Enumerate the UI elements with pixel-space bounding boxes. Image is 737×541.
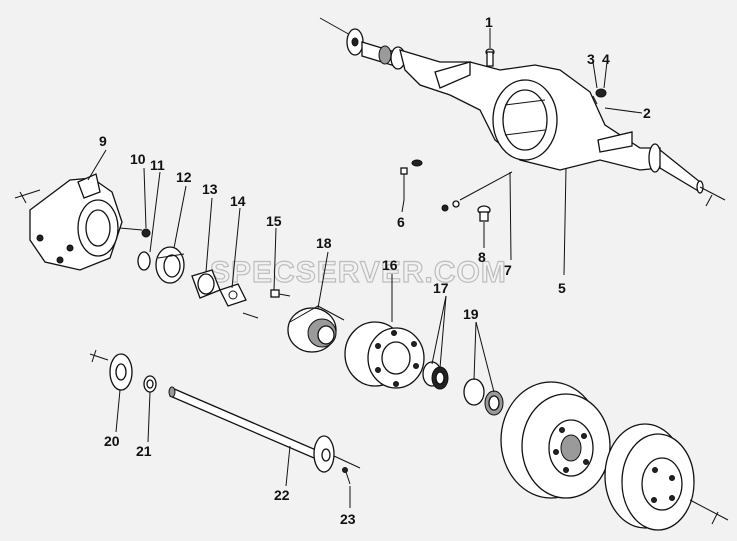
callout-17: 17 (433, 280, 449, 296)
axle-housing (319, 17, 726, 207)
callout-10: 10 (130, 151, 146, 167)
wheel-rim-inner (500, 381, 611, 499)
knuckle (14, 173, 123, 271)
bolt-23 (342, 467, 351, 485)
callout-12: 12 (176, 169, 192, 185)
watermark-text: SPECSERVER.COM (210, 256, 507, 289)
axle-shaft-22 (168, 386, 361, 473)
bolt-10 (119, 227, 151, 238)
bearing-19 (463, 378, 504, 416)
callout-3: 3 (587, 51, 595, 67)
callout-21: 21 (136, 443, 152, 459)
callout-18: 18 (316, 235, 332, 251)
screw-15 (270, 289, 291, 298)
callout-19: 19 (463, 306, 479, 322)
inner-bearing-11 (137, 251, 151, 271)
callout-23: 23 (340, 511, 356, 527)
callout-7: 7 (504, 262, 512, 278)
spacer-21 (143, 375, 157, 393)
vent-fitting (477, 205, 491, 222)
bearing-cup-17 (422, 361, 449, 390)
callout-8: 8 (478, 249, 486, 265)
callout-6: 6 (397, 214, 405, 230)
flange-20 (89, 349, 133, 391)
callout-13: 13 (202, 181, 218, 197)
retainer-14 (219, 283, 259, 319)
bearing-12 (155, 246, 185, 284)
breather-plug (485, 48, 495, 67)
leader-lines (87, 28, 643, 508)
callout-15: 15 (266, 213, 282, 229)
hub-18 (287, 305, 345, 353)
brake-bolt (400, 159, 423, 200)
fill-plug-washer (592, 88, 607, 105)
brake-drum-16 (344, 321, 425, 389)
callout-14: 14 (230, 193, 246, 209)
callout-22: 22 (274, 487, 290, 503)
callout-labels: 1 2 3 4 5 6 7 8 9 10 11 12 13 14 15 16 1… (99, 14, 651, 527)
seal-13 (191, 269, 221, 299)
bracket-clip (441, 171, 513, 212)
callout-20: 20 (104, 433, 120, 449)
callout-4: 4 (602, 51, 610, 67)
callout-1: 1 (485, 14, 493, 30)
callout-2: 2 (643, 105, 651, 121)
wheel-rim-outer (604, 423, 729, 531)
callout-16: 16 (382, 257, 398, 273)
callout-5: 5 (558, 280, 566, 296)
callout-9: 9 (99, 133, 107, 149)
callout-11: 11 (150, 157, 165, 173)
